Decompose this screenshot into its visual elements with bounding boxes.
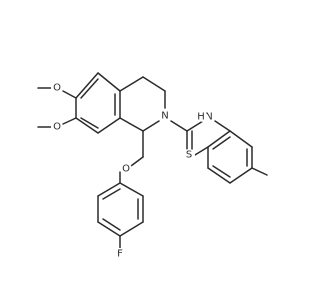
bond-fr1-fr2-inner [102,188,121,200]
bond-xr3-xr4 [207,167,231,184]
bond-fr6-fr1 [119,182,144,197]
atom-label-oxygen-2: O [53,122,61,133]
bond-c7-c8 [75,117,99,134]
bond-c4a-c4 [119,76,144,92]
bond-fr4-fr5 [119,221,144,237]
bond-nh-aryl [214,120,231,132]
atom-label-sulfur: S [186,150,192,161]
bond-c8-c8a [97,117,121,134]
bond-c4a-c5 [97,72,121,92]
bond-n-cs [170,120,188,132]
bond-xr4-xr5 [229,167,253,184]
atom-label-fluorine: F [117,249,123,260]
bond-c4-c3 [142,76,166,92]
bond-o1-c6 [62,90,77,99]
bond-xr1-xr2 [207,130,231,148]
atom-label-oxygen-1: O [53,83,61,94]
atom-labels: O O N N H S O F [51,82,215,260]
bonds [37,72,268,249]
bond-c5-c6 [75,72,99,99]
bond-xr6-xr1 [229,130,253,148]
bond-xr5-methyl [251,167,268,176]
bond-fr1-fr2 [97,182,121,197]
bond-n-c1 [142,120,160,132]
bond-c5-c6-inner [80,78,99,99]
atom-label-hydrogen: H [197,112,205,123]
bond-ch2-o [130,156,144,167]
bond-cs-nh [186,120,204,132]
atom-label-ether-oxygen: O [122,164,130,175]
atom-label-amine-nitrogen: N [205,112,212,123]
bond-xr3-xr4-inner [212,165,231,178]
atom-label-ring-nitrogen: N [161,111,168,122]
bond-fr3-fr4-inner [102,218,121,231]
chemical-structure: O O N N H S O F [37,72,268,260]
bond-fr3-fr4 [97,221,121,237]
bond-c1-c8a [119,117,144,132]
bond-c7-c8-inner [80,117,99,129]
bond-xr1-xr2-inner [212,136,231,150]
bond-o2-c7 [62,117,77,125]
